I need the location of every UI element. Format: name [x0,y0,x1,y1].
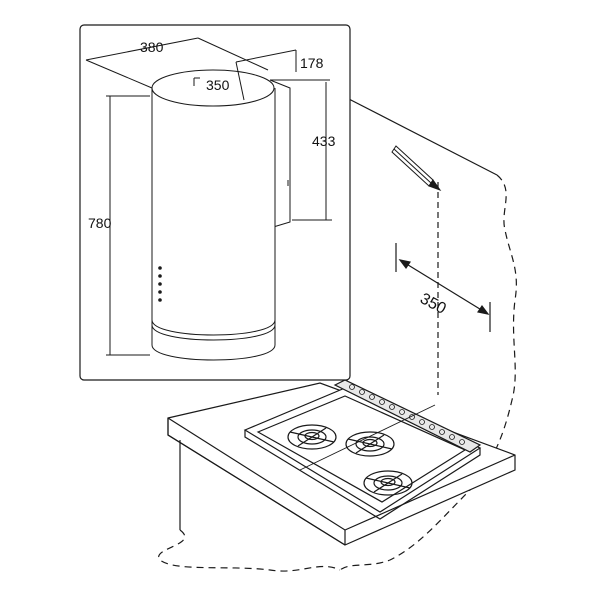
offset-arrow-left [398,259,411,270]
wall-offset-label: 350 [417,290,449,318]
burner-left [287,424,337,450]
mount-height-label: 433 [312,133,336,149]
depth-dim-line [235,49,297,63]
countertop-front-edge [167,418,346,546]
wall-top-edge [344,96,498,176]
offset-arrow-right [477,304,490,315]
offset-dim-line [399,259,489,315]
width-label: 380 [140,39,164,55]
hood-cylinder [151,88,276,361]
burner-front [363,470,413,496]
hood-lower-band [151,319,276,336]
kitchen-scene [158,96,517,572]
cooktop-center-line [299,404,436,471]
countertop-top-edge [167,417,516,531]
diameter-marker [193,77,200,86]
burner-middle [345,431,395,457]
cooktop-edge [244,430,481,520]
diameter-label: 350 [206,77,230,93]
indicator-lights [158,266,162,302]
depth-label: 178 [300,55,324,71]
wall-edge-dashed [339,174,517,571]
cabinet-bottom-dashed [158,529,341,572]
total-height-label: 780 [88,215,112,231]
diameter-leader [235,61,245,101]
width-ext-right [197,37,269,71]
control-knobs [349,384,465,445]
width-ext-left [85,59,153,89]
inset-panel: 380 350 178 433 780 [79,24,351,381]
hood-lower-band-2 [151,324,276,341]
width-dim-line [85,37,199,61]
pencil-icon [391,145,442,192]
